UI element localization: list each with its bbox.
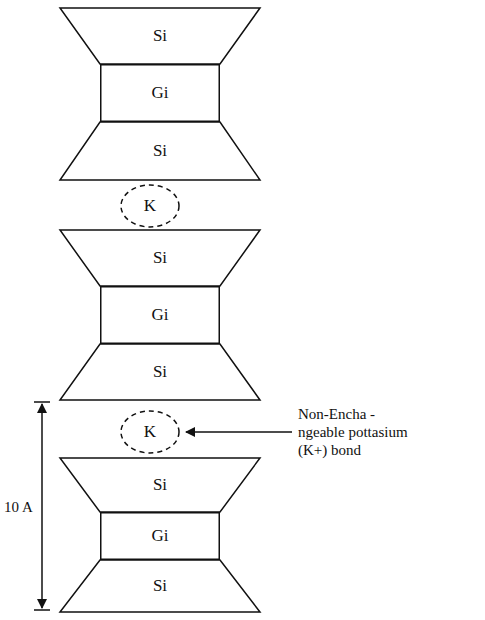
node-label: Si	[153, 476, 167, 495]
gibbsite-sheet: Gi	[100, 512, 220, 560]
outline	[60, 230, 260, 286]
silica-sheet: Si	[60, 458, 260, 512]
outline	[101, 65, 220, 122]
node-label: Gi	[152, 527, 169, 546]
outline	[60, 560, 260, 612]
dimension-tick	[34, 401, 50, 403]
node-label: K	[144, 423, 156, 442]
leader-arrow	[186, 431, 292, 433]
silica-sheet: Si	[60, 344, 260, 400]
outline	[101, 513, 220, 560]
node-label: Si	[153, 27, 167, 46]
silica-sheet: Si	[60, 8, 260, 64]
dimension-tick	[34, 609, 50, 611]
node-label: Si	[153, 577, 167, 596]
outline	[101, 287, 220, 344]
node-label: Gi	[152, 306, 169, 325]
node-label: K	[144, 197, 156, 216]
outline	[121, 185, 179, 227]
node-label: Si	[153, 249, 167, 268]
callout-note: Non-Encha -ngeable pottasium (K+) bond	[298, 405, 410, 459]
outline	[60, 458, 260, 512]
outline	[60, 8, 260, 64]
node-label: Gi	[152, 84, 169, 103]
silica-sheet: Si	[60, 230, 260, 286]
silica-sheet: Si	[60, 560, 260, 612]
dimension-line	[41, 404, 43, 608]
outline	[121, 411, 179, 453]
potassium-ion: K	[120, 410, 180, 454]
gibbsite-sheet: Gi	[100, 286, 220, 344]
outline	[60, 344, 260, 400]
potassium-ion: K	[120, 184, 180, 228]
dimension-label: 10 A	[4, 498, 33, 516]
node-label: Si	[153, 142, 167, 161]
node-label: Si	[153, 363, 167, 382]
silica-sheet: Si	[60, 122, 260, 180]
outline	[60, 122, 260, 180]
gibbsite-sheet: Gi	[100, 64, 220, 122]
